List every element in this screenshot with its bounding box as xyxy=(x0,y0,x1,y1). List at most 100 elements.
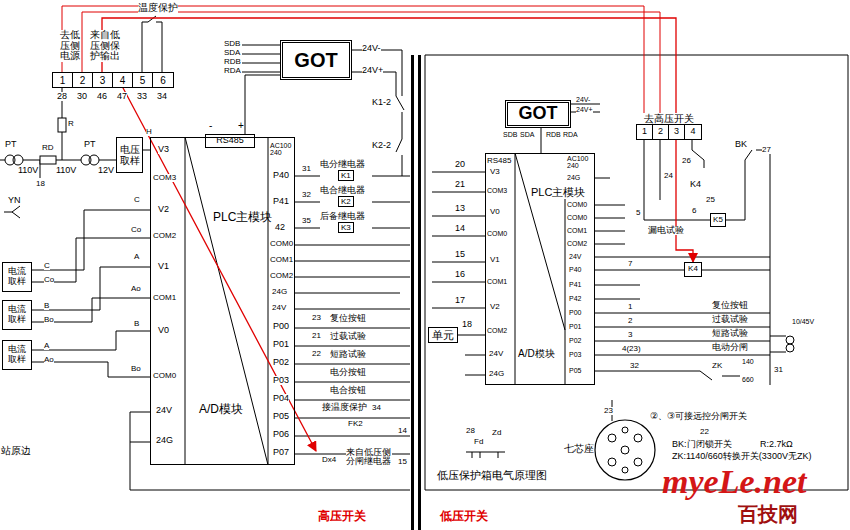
annotation-label: 15 xyxy=(398,458,407,466)
annotation-label: P41 xyxy=(569,281,581,288)
terminal-heading: 去高压开关 xyxy=(636,113,702,124)
annotation-label: 七芯座 xyxy=(564,444,594,455)
sampling-box: 电流取样 xyxy=(2,300,32,330)
annotation-label: 31 xyxy=(302,165,311,173)
socket-pin xyxy=(608,400,642,473)
annotation-label: 10/45V xyxy=(792,318,814,325)
section-title: 低压开关 xyxy=(440,510,488,523)
box-label: 电流取样 xyxy=(8,345,27,365)
annotation-label: P02 xyxy=(569,337,581,344)
annotation-label: 42 xyxy=(275,223,285,232)
annotation-label: V0 xyxy=(490,208,500,216)
annotation-label: 110V xyxy=(56,166,76,175)
annotation-label: 6 xyxy=(692,207,696,215)
annotation-label: COM2 xyxy=(153,232,176,240)
annotation-label: PT xyxy=(84,140,96,149)
red-wire xyxy=(62,6,660,113)
terminal-number: 5 xyxy=(133,73,153,87)
annotation-label: ZK:1140/660转换开关(3300V无ZK) xyxy=(672,452,811,461)
annotation-label: P06 xyxy=(273,430,289,439)
annotation-label: ②、③可接远控分闸开关 xyxy=(650,412,747,421)
annotation-label: 20 xyxy=(455,160,465,169)
annotation-label: P07 xyxy=(273,448,289,457)
annotation-label: P05 xyxy=(273,412,289,421)
annotation-label: 5 xyxy=(636,209,640,217)
terminal-number: 2 xyxy=(653,125,669,139)
annotation-label: P03 xyxy=(569,351,581,358)
annotation-label: 24V+ xyxy=(576,106,593,113)
annotation-label: P00 xyxy=(273,322,289,331)
annotation-label: 过载试验 xyxy=(712,315,748,324)
annotation-label: COM2 xyxy=(270,272,293,280)
annotation-label: AC100 240 xyxy=(567,155,591,170)
relay-coil: K4 xyxy=(684,262,702,277)
connector xyxy=(676,140,693,262)
annotation-label: COM0 xyxy=(487,230,507,237)
annotation-label: 短路试验 xyxy=(712,329,748,338)
annotation-label: 24V xyxy=(156,406,172,415)
annotation-label: 14 xyxy=(398,427,407,435)
annotation-label: V2 xyxy=(158,205,169,214)
connector xyxy=(143,150,150,151)
resistor-symbol xyxy=(58,118,66,132)
temperature-switch xyxy=(142,16,162,72)
annotation-label: AC100 240 xyxy=(270,142,294,157)
annotation-label: SDB xyxy=(503,131,517,138)
annotation-label: 2 xyxy=(628,317,632,325)
annotation-label: V3 xyxy=(158,145,169,154)
display-panel: GOT xyxy=(280,40,352,80)
display-panel: GOT xyxy=(505,100,571,128)
annotation-label: FK2 xyxy=(348,420,363,428)
box-label: 电流取样 xyxy=(8,267,27,287)
terminal-number: 3 xyxy=(669,125,685,139)
annotation-label: ZK xyxy=(712,362,722,370)
annotation-label: 电动分闸 xyxy=(712,343,748,352)
annotation-label: 35 xyxy=(302,217,311,225)
annotation-label: 低压保护箱电气原理图 xyxy=(437,470,547,482)
annotation-label: RDB xyxy=(224,58,241,66)
annotation-label: 31 xyxy=(774,366,783,374)
annotation-label: 23 xyxy=(312,314,321,322)
watermark: myeLe.net xyxy=(662,464,806,500)
sampling-box: 电流取样 xyxy=(2,340,32,370)
sampling-box: 电压取样 xyxy=(116,137,143,173)
relay-coil: K2 xyxy=(338,196,354,208)
annotation-label: C xyxy=(44,262,50,270)
annotation-label: 复位按钮 xyxy=(330,314,366,323)
annotation-label: 24V xyxy=(272,304,286,312)
annotation-label: A xyxy=(44,342,49,350)
terminal-strip: 123456 xyxy=(52,72,174,88)
annotation-label: 32 xyxy=(302,191,311,199)
annotation-label: 17 xyxy=(455,296,465,305)
relay-name: 电合继电器 xyxy=(320,186,365,196)
annotation-label: 站原边 xyxy=(1,446,31,457)
annotation-label: 1 xyxy=(628,303,632,311)
annotation-label: - xyxy=(209,121,212,132)
module-title: A/D模块 xyxy=(199,403,243,416)
bus-wire xyxy=(242,45,280,72)
annotation-label: Dx4 xyxy=(322,456,336,464)
sampling-box: 电流取样 xyxy=(2,262,32,292)
annotation-label: Bo xyxy=(131,365,141,373)
connector xyxy=(32,331,150,350)
terminal-number: 2 xyxy=(73,73,93,87)
annotation-label: Fd xyxy=(474,438,483,446)
connector xyxy=(32,267,150,310)
terminal-number: 3 xyxy=(93,73,113,87)
annotation-label: RDA xyxy=(563,131,578,138)
connector xyxy=(541,128,542,153)
wire xyxy=(595,178,770,385)
annotation-label: 去低压侧电源 xyxy=(60,30,81,62)
annotation-label: P42 xyxy=(569,295,581,302)
terminal-number: 1 xyxy=(53,73,73,87)
annotation-label: 13 xyxy=(455,204,465,213)
terminal-number: 4 xyxy=(113,73,133,87)
annotation-label: Co xyxy=(131,226,141,234)
annotation-label: 46 xyxy=(97,92,107,101)
terminal-number: 4 xyxy=(685,125,701,139)
annotation-label: 28 xyxy=(466,427,475,435)
wire xyxy=(770,336,786,352)
transformer-coil xyxy=(89,155,99,165)
return-wire xyxy=(32,238,150,442)
annotation-label: COM1 xyxy=(153,294,176,302)
